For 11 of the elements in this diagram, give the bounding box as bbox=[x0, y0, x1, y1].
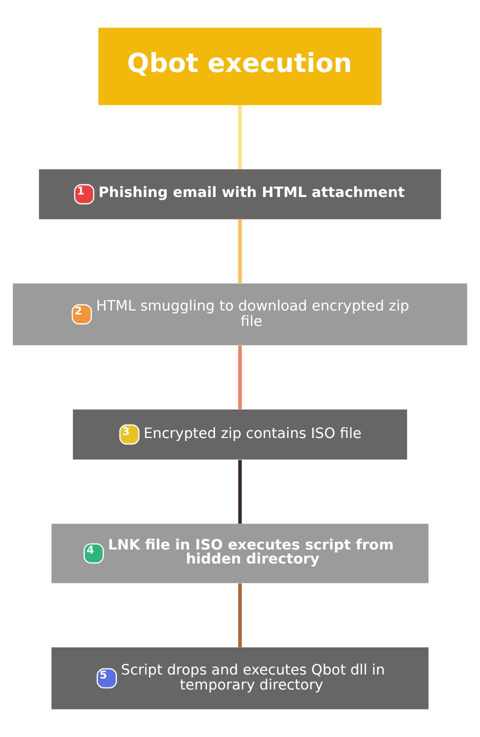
node-box: 2 HTML smuggling to download encrypted zip file bbox=[12, 283, 468, 346]
node-box: 5 Script drops and executes Qbot dll in temporary directory bbox=[52, 647, 428, 710]
node-box: Qbot execution bbox=[98, 28, 382, 106]
connector bbox=[238, 460, 242, 524]
connector bbox=[238, 583, 242, 648]
node-box: 4 LNK file in ISO executes script from hidden directory bbox=[52, 524, 428, 584]
connector bbox=[238, 346, 242, 410]
connector bbox=[238, 105, 242, 169]
connector bbox=[238, 219, 242, 284]
node-box: 1 Phishing email with HTML attachment bbox=[39, 169, 441, 220]
node-box: 3 Encrypted zip contains ISO file bbox=[72, 410, 408, 460]
